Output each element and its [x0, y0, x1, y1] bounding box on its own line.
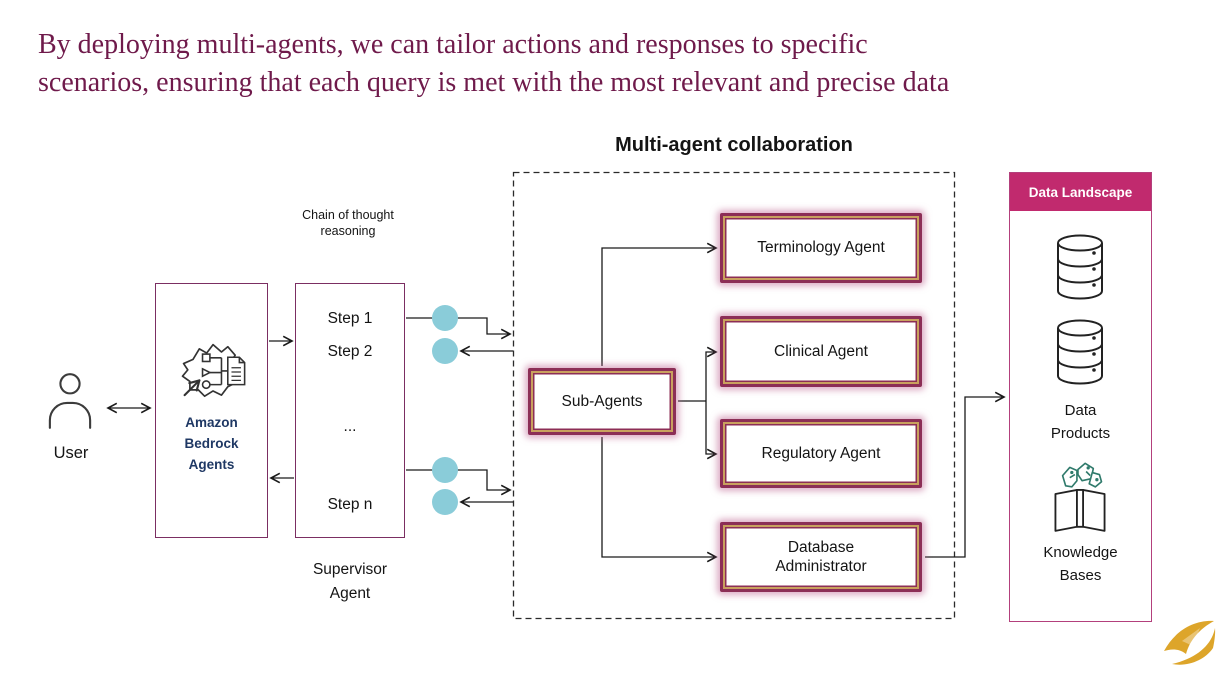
sub-agents-box: Sub-Agents [528, 368, 676, 435]
subagents-dbadmin-arrow [601, 437, 718, 563]
bedrock-agents-box: Amazon Bedrock Agents [155, 283, 268, 538]
clinical-agent-box: Clinical Agent [720, 316, 922, 387]
database-icon [1057, 319, 1103, 385]
sub-agents-label: Sub-Agents [561, 392, 643, 410]
database-administrator-label: Database Administrator [775, 538, 867, 575]
step-marker-icon [432, 489, 458, 515]
database-icon [1057, 234, 1103, 300]
astrazeneca-logo-icon [1164, 620, 1216, 665]
step-marker-icon [432, 457, 458, 483]
supervisor-step-ellipsis: ... [343, 418, 357, 435]
knowledge-bases-label: Knowledge Bases [1043, 544, 1118, 584]
data-landscape-header: Data Landscape [1010, 173, 1151, 211]
supervisor-step-2: Step 2 [327, 343, 373, 360]
user-icon [48, 373, 92, 429]
data-landscape-title: Data Landscape [1028, 184, 1133, 200]
slide-title: By deploying multi-agents, we can tailor… [38, 29, 950, 98]
terminology-agent-label: Terminology Agent [757, 239, 885, 257]
step-marker-dots [432, 305, 458, 515]
terminology-agent-box: Terminology Agent [720, 213, 922, 283]
supervisor-step-1: Step 1 [327, 310, 373, 327]
supervisor-agent-label: Supervisor Agent [312, 561, 388, 602]
regulatory-agent-label: Regulatory Agent [761, 444, 881, 462]
step-marker-icon [432, 338, 458, 364]
subagents-regulatory-arrow [705, 401, 718, 460]
bedrock-agents-label: Amazon Bedrock Agents [184, 415, 239, 472]
chain-of-thought-label: Chain of thought reasoning [302, 208, 394, 238]
data-landscape-panel: Data Landscape [1009, 172, 1152, 622]
knowledge-bases-icon [1054, 462, 1106, 532]
user-label: User [53, 444, 89, 462]
dbadmin-landscape-arrow [925, 391, 1006, 558]
stepn-out-arrow [406, 469, 512, 496]
collaboration-title: Multi-agent collaboration [615, 134, 853, 156]
subagents-clinical-arrow [705, 346, 718, 401]
regulatory-agent-box: Regulatory Agent [720, 419, 922, 488]
bedrock-agents-icon [181, 343, 246, 398]
database-administrator-box: Database Administrator [720, 522, 922, 592]
clinical-agent-label: Clinical Agent [774, 342, 868, 360]
step-marker-icon [432, 305, 458, 331]
supervisor-step-n: Step n [327, 496, 373, 513]
subagents-terminology-arrow [601, 242, 718, 366]
supervisor-agent-box: Step 1 Step 2 ... Step n [295, 283, 405, 538]
data-products-label: Data Products [1050, 402, 1111, 442]
step1-out-arrow [406, 317, 512, 340]
